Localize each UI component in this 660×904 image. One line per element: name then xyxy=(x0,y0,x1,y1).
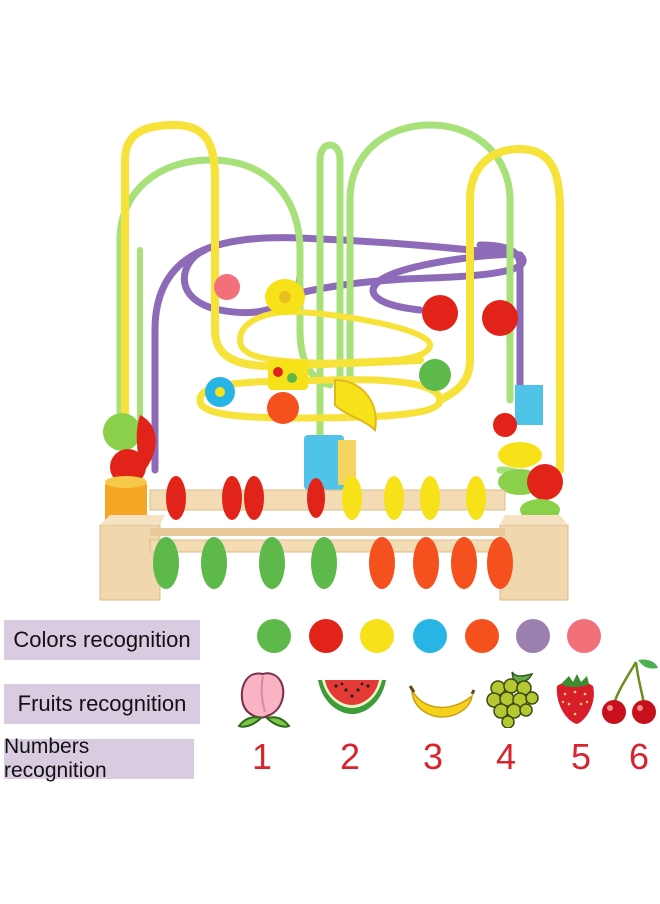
number-5: 5 xyxy=(570,736,592,777)
color-dot-green xyxy=(257,619,291,653)
color-dot-blue xyxy=(413,619,447,653)
color-dot-red xyxy=(309,619,343,653)
color-dot-pink xyxy=(567,619,601,653)
banana-icon xyxy=(408,685,476,718)
color-dot-purple xyxy=(516,619,550,653)
number-1: 1 xyxy=(251,736,273,777)
number-4: 4 xyxy=(495,736,517,777)
number-3: 3 xyxy=(422,736,444,777)
fruits-recognition-label: Fruits recognition xyxy=(4,684,200,724)
cherries-icon xyxy=(602,659,658,724)
strawberry-icon xyxy=(556,674,594,724)
colors-recognition-label: Colors recognition xyxy=(4,620,200,660)
watermelon-icon xyxy=(318,680,386,714)
bead-maze-toy-image xyxy=(99,120,569,601)
color-dot-yellow xyxy=(360,619,394,653)
grapes-icon xyxy=(486,671,539,728)
peach-icon xyxy=(237,672,291,728)
numbers-recognition-label: Numbers recognition xyxy=(4,735,194,782)
color-dot-orange xyxy=(465,619,499,653)
number-6: 6 xyxy=(628,736,650,777)
number-2: 2 xyxy=(339,736,361,777)
